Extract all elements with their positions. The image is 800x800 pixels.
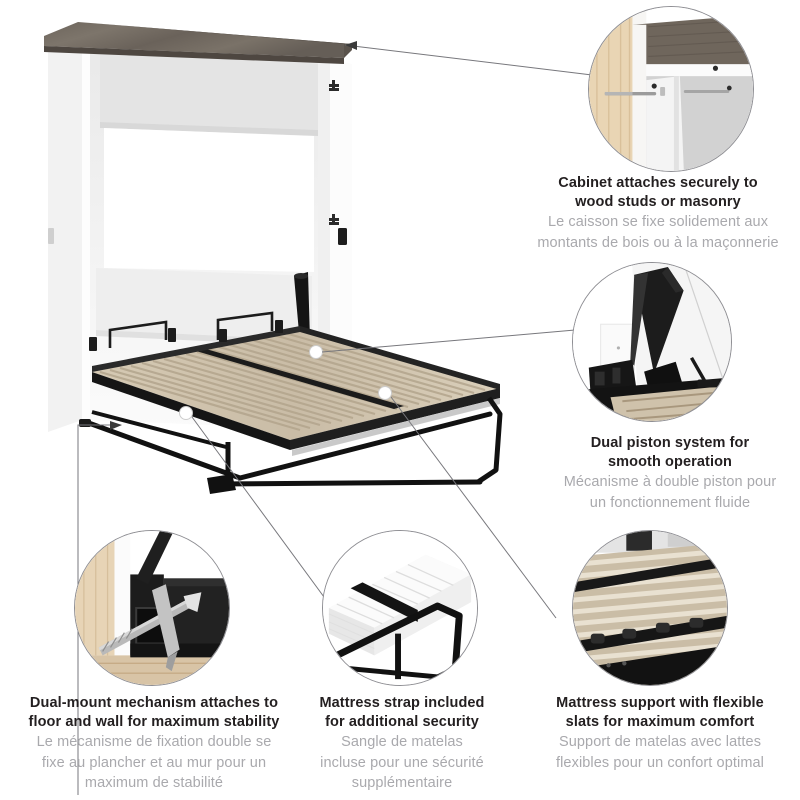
caption-en-line1: Mattress support with flexible xyxy=(556,695,764,711)
cabinet-hinge-upper xyxy=(329,80,339,91)
caption-en-line2: for additional security xyxy=(325,714,479,731)
caption-en-line2: floor and wall for maximum stability xyxy=(28,714,280,731)
caption-dual-piston: Dual piston system for smooth operation … xyxy=(540,434,800,513)
caption-dual-mount: Dual-mount mechanism attaches to floor a… xyxy=(8,694,300,794)
caption-mattress-support: Mattress support with flexible slats for… xyxy=(520,694,800,773)
caption-en-line1: Mattress strap included xyxy=(319,695,485,711)
caption-en-line1: Cabinet attaches securely to xyxy=(558,175,758,191)
caption-fr-line1: Mécanisme à double piston pour xyxy=(563,474,777,491)
caption-cabinet-mount: Cabinet attaches securely to wood studs … xyxy=(516,174,800,253)
caption-fr-line1: Le mécanisme de fixation double se xyxy=(36,734,272,751)
caption-en-line1: Dual-mount mechanism attaches to xyxy=(29,695,279,711)
caption-mattress-strap: Mattress strap included for additional s… xyxy=(296,694,508,794)
caption-fr-line2: montants de bois ou à la maçonnerie xyxy=(537,234,779,251)
callout-dot-dual-mount xyxy=(179,406,193,420)
callout-image-mattress-strap xyxy=(322,530,478,686)
callout-image-dual-mount xyxy=(74,530,230,686)
caption-fr-line2: fixe au plancher et au mur pour un xyxy=(41,754,267,771)
caption-fr-line2: incluse pour une sécurité xyxy=(320,754,484,771)
cabinet-hinge-lower xyxy=(329,214,339,225)
caption-fr-line3: maximum de stabilité xyxy=(84,775,224,792)
caption-fr-line2: flexibles pour un confort optimal xyxy=(555,754,765,771)
cabinet-interior xyxy=(90,40,330,430)
callout-image-mattress-support xyxy=(572,530,728,686)
bed-frame-pivot xyxy=(79,419,91,427)
cabinet-wood-top xyxy=(44,22,352,64)
cabinet-left-panel xyxy=(48,32,90,432)
caption-fr-line1: Support de matelas avec lattes xyxy=(558,734,762,751)
cabinet-latch xyxy=(338,228,347,245)
caption-fr-line1: Sangle de matelas xyxy=(341,734,463,751)
callout-dot-slats xyxy=(378,386,392,400)
caption-fr-line1: Le caisson se fixe solidement aux xyxy=(547,214,769,231)
caption-en-line2: smooth operation xyxy=(607,454,733,471)
caption-en-line2: wood studs or masonry xyxy=(575,194,741,211)
headboard-brackets xyxy=(108,311,274,348)
bed-foot xyxy=(207,474,236,494)
callout-image-cabinet-mount xyxy=(588,6,754,172)
callout-dot-piston xyxy=(309,345,323,359)
caption-en-line2: slats for maximum comfort xyxy=(565,714,755,731)
callout-image-dual-piston xyxy=(572,262,732,422)
caption-fr-line3: supplémentaire xyxy=(351,775,453,792)
caption-en-line1: Dual piston system for xyxy=(590,435,750,451)
cabinet-left-hardware xyxy=(48,228,54,244)
caption-fr-line2: un fonctionnement fluide xyxy=(589,494,751,511)
